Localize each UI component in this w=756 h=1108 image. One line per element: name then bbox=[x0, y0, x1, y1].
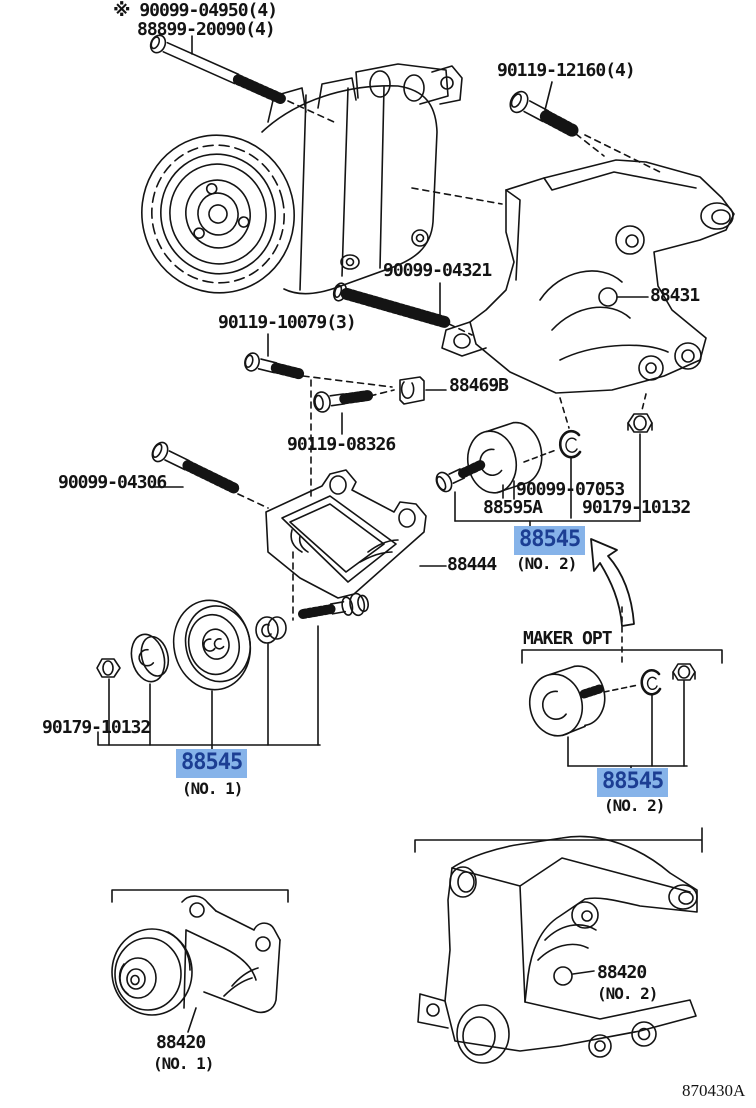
part-label-90119-12160: 90119-12160(4) bbox=[497, 60, 636, 81]
part-label-90099-04950: ※ 90099-04950(4) bbox=[113, 0, 278, 21]
part-label-90179-10132-right: 90179-10132 bbox=[582, 497, 691, 518]
part-label-88444: 88444 bbox=[447, 554, 497, 575]
spacer-88469b-drawing bbox=[399, 376, 447, 405]
idler-no2-assy-drawing bbox=[435, 413, 653, 527]
part-sublabel-no2: (NO. 2) bbox=[516, 554, 577, 573]
compressor-drawing bbox=[141, 63, 503, 295]
highlighted-part-88545-no2[interactable]: 88545 bbox=[514, 526, 586, 555]
part-label-88420-no2: 88420 bbox=[597, 962, 647, 983]
bracket-88431-drawing bbox=[441, 159, 735, 429]
part-label-90099-04321: 90099-04321 bbox=[383, 260, 492, 281]
bolt-08326-drawing bbox=[313, 389, 395, 435]
part-sublabel-no1: (NO. 1) bbox=[182, 779, 243, 798]
callout-arrow-icon bbox=[590, 538, 635, 627]
part-sublabel-88420-no2: (NO. 2) bbox=[597, 984, 658, 1003]
bolt-04306-drawing bbox=[151, 441, 269, 509]
part-label-90119-08326: 90119-08326 bbox=[287, 434, 396, 455]
part-label-90099-04306: 90099-04306 bbox=[58, 472, 167, 493]
part-label-90179-10132-left: 90179-10132 bbox=[42, 717, 151, 738]
part-sublabel-88420-no1: (NO. 1) bbox=[153, 1054, 214, 1073]
part-label-88899-20090: 88899-20090(4) bbox=[137, 19, 276, 40]
bolt-12160-drawing bbox=[509, 81, 661, 173]
pump-88420-no1-drawing bbox=[111, 889, 289, 1033]
mount-bolt-drawing bbox=[149, 34, 335, 123]
part-label-88420-no1: 88420 bbox=[156, 1032, 206, 1053]
idler-no1-parts-drawing bbox=[96, 592, 369, 752]
bolt-10079-drawing bbox=[244, 333, 393, 498]
part-label-90119-10079: 90119-10079(3) bbox=[218, 312, 357, 333]
figure-code: 870430A bbox=[682, 1081, 746, 1100]
maker-opt-section-drawing bbox=[521, 606, 723, 771]
highlighted-part-88545-maker-no2[interactable]: 88545 bbox=[597, 768, 669, 797]
bracket-88420-no2-drawing bbox=[414, 827, 703, 1064]
part-label-90099-07053: 90099-07053 bbox=[516, 479, 625, 500]
part-label-88431: 88431 bbox=[650, 285, 700, 306]
part-label-88595a: 88595A bbox=[483, 497, 543, 518]
stud-04321-drawing bbox=[332, 282, 473, 336]
maker-opt-heading: MAKER OPT bbox=[523, 628, 613, 649]
highlighted-part-88545-no1[interactable]: 88545 bbox=[176, 749, 248, 778]
bracket-88444-drawing bbox=[265, 469, 447, 621]
part-label-88469b: 88469B bbox=[449, 375, 509, 396]
part-sublabel-maker-no2: (NO. 2) bbox=[604, 796, 665, 815]
